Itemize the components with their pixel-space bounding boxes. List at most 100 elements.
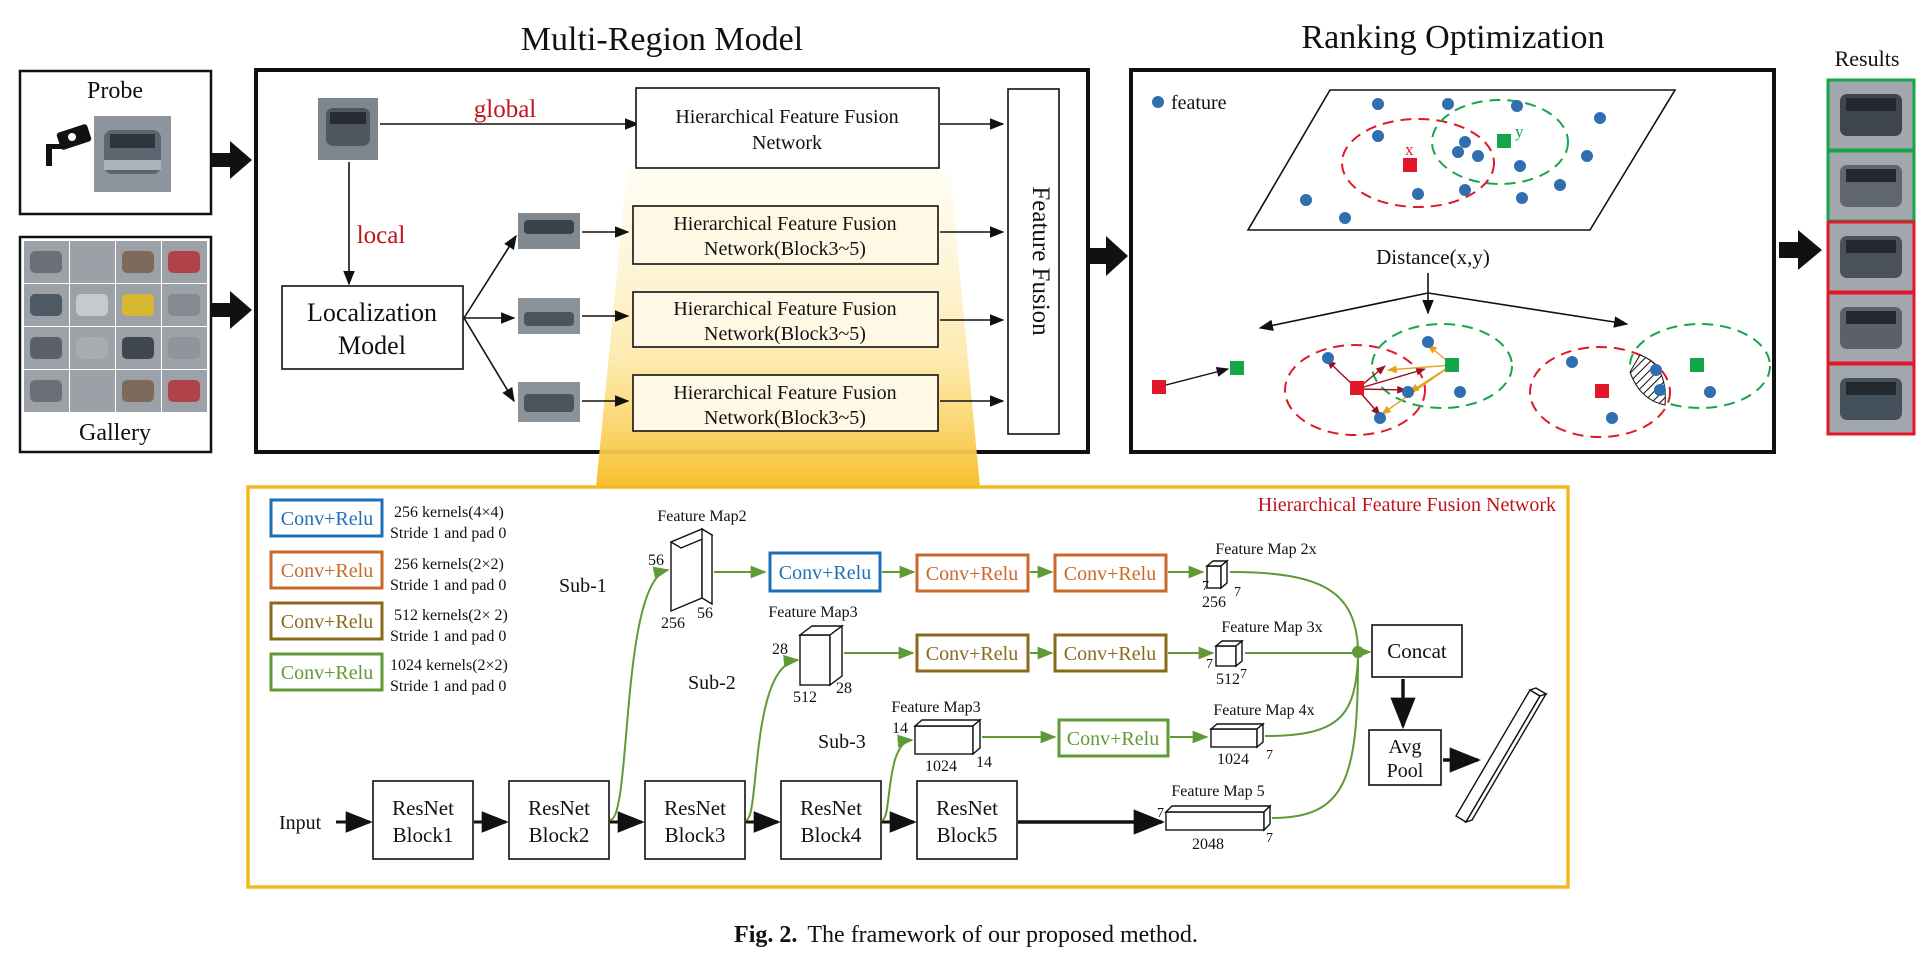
svg-text:Block2: Block2 (529, 823, 590, 847)
results-big-arrow (1779, 230, 1822, 270)
hffn-local2-line1: Hierarchical Feature Fusion (673, 298, 896, 320)
x-marker (1403, 158, 1417, 172)
gallery-label: Gallery (79, 420, 151, 446)
hffn-detail-title: Hierarchical Feature Fusion Network (1258, 494, 1556, 516)
case3-y-ellipse (1629, 323, 1771, 409)
distance-label: Distance(x,y) (1376, 245, 1490, 269)
y-marker (1497, 134, 1511, 148)
multi-region-title: Multi-Region Model (521, 21, 803, 58)
legend-desc-orange-2: Stride 1 and pad 0 (390, 577, 506, 594)
fm2x-dim-w: 7 (1234, 585, 1241, 600)
sub1-curve (609, 566, 670, 821)
fm3b-label: Feature Map3 (891, 699, 980, 716)
legend-label-green: Conv+Relu (281, 662, 373, 684)
fm3b-dim-c: 1024 (925, 758, 957, 775)
x-label: x (1405, 140, 1414, 159)
fm2x-dim-c: 256 (1202, 594, 1226, 611)
sub2-conv-olive-a-label: Conv+Relu (926, 643, 1018, 665)
probe-car-image (94, 116, 171, 192)
sub3-label: Sub-3 (818, 731, 866, 753)
merge-curve-4x (1264, 657, 1359, 737)
hffn-local3-line1: Hierarchical Feature Fusion (673, 382, 896, 404)
fm5-label: Feature Map 5 (1171, 783, 1264, 800)
sub2-conv-olive-b-label: Conv+Relu (1064, 643, 1156, 665)
feature-map3b-cuboid (913, 718, 982, 756)
feature-fusion-box (1007, 88, 1060, 435)
output-vector (1455, 687, 1548, 824)
case3-x-ellipse (1529, 346, 1671, 438)
case3-x-marker (1595, 384, 1609, 398)
case2-x-ellipse (1284, 344, 1426, 436)
global-car-image (318, 98, 378, 160)
ranking-title: Ranking Optimization (1301, 19, 1604, 56)
svg-text:Block3: Block3 (665, 823, 726, 847)
legend-desc-blue-2: Stride 1 and pad 0 (390, 525, 506, 542)
feature-map3x-cuboid (1214, 639, 1244, 668)
sub1-conv-blue (768, 551, 882, 593)
feature-map3-cuboid (797, 624, 845, 687)
svg-text:ResNet: ResNet (392, 796, 454, 820)
fm3b-dim-w: 14 (976, 754, 992, 771)
fm3b-dim-h: 14 (892, 720, 908, 737)
legend-label-olive: Conv+Relu (281, 611, 373, 633)
fm4x-dim-c: 1024 (1217, 751, 1249, 768)
camera-icon (46, 124, 92, 166)
ranking-big-arrow (1089, 236, 1128, 276)
legend-desc-green-1: 1024 kernels(2×2) (390, 657, 508, 674)
probe-label: Probe (87, 78, 143, 104)
probe-panel: Probe (18, 69, 213, 216)
x-neighborhood-ellipse (1341, 118, 1495, 208)
feature-map2-cuboid (669, 527, 714, 613)
feature-legend-dot (1152, 96, 1164, 108)
concat-box (1371, 624, 1463, 678)
sub3-curve (881, 734, 914, 821)
case1-y-marker (1230, 361, 1244, 375)
svg-text:ResNet: ResNet (800, 796, 862, 820)
sub1-conv-orange-a (915, 553, 1030, 593)
figure-caption: Fig. 2.The framework of our proposed met… (734, 922, 1198, 948)
fm4x-label: Feature Map 4x (1213, 702, 1314, 719)
case1-arrow (1165, 366, 1230, 386)
resnet-block2: ResNet Block2 (508, 780, 610, 860)
hffn-local3-line2: Network(Block3~5) (704, 407, 866, 429)
sub2-label: Sub-2 (688, 672, 736, 694)
fm2x-label: Feature Map 2x (1215, 541, 1316, 558)
results-title: Results (1835, 46, 1900, 71)
sub3-conv-green (1057, 718, 1170, 758)
input-label: Input (279, 812, 322, 834)
legend-desc-olive-1: 512 kernels(2× 2) (394, 607, 508, 624)
gallery-image-grid (24, 241, 207, 412)
local-crop-top (518, 213, 580, 249)
feature-map4x-cuboid (1209, 722, 1265, 749)
merge-curve-5 (1271, 659, 1359, 819)
sub2-conv-olive-b (1053, 633, 1168, 673)
avg-pool-line2: Pool (1387, 760, 1424, 782)
hffn-global-line2: Network (752, 132, 822, 154)
legend-desc-green-2: Stride 1 and pad 0 (390, 678, 506, 695)
legend-label-blue: Conv+Relu (281, 508, 373, 530)
sub1-conv-orange-b-label: Conv+Relu (1064, 563, 1156, 585)
case1-x-marker (1152, 380, 1166, 394)
resnet-block3: ResNet Block3 (644, 780, 746, 860)
fm5-dim-h: 7 (1157, 806, 1164, 821)
y-neighborhood-ellipse (1431, 99, 1569, 185)
hffn-local1-line1: Hierarchical Feature Fusion (673, 213, 896, 235)
avg-pool-line1: Avg (1389, 736, 1422, 758)
legend-swatch-blue (269, 498, 384, 538)
gallery-big-arrow (212, 291, 252, 329)
feature-map5-cuboid (1164, 804, 1272, 832)
svg-text:ResNet: ResNet (936, 796, 998, 820)
hffn-box-local-1: Hierarchical Feature Fusion Network(Bloc… (632, 205, 939, 265)
resnet-block4: ResNet Block4 (780, 780, 882, 860)
resnet-block1: ResNet Block1 (372, 780, 474, 860)
hffn-box-global: Hierarchical Feature Fusion Network (635, 87, 940, 169)
localization-model-line1: Localization (307, 298, 437, 327)
sub3-conv-green-label: Conv+Relu (1067, 728, 1159, 750)
case2-y-marker (1445, 358, 1459, 372)
fm3x-dim-c: 512 (1216, 671, 1240, 688)
sub2-conv-olive-a (915, 633, 1030, 673)
sub1-conv-orange-b (1053, 553, 1168, 593)
fm3-label: Feature Map3 (768, 604, 857, 621)
sub2-curve (745, 654, 800, 821)
